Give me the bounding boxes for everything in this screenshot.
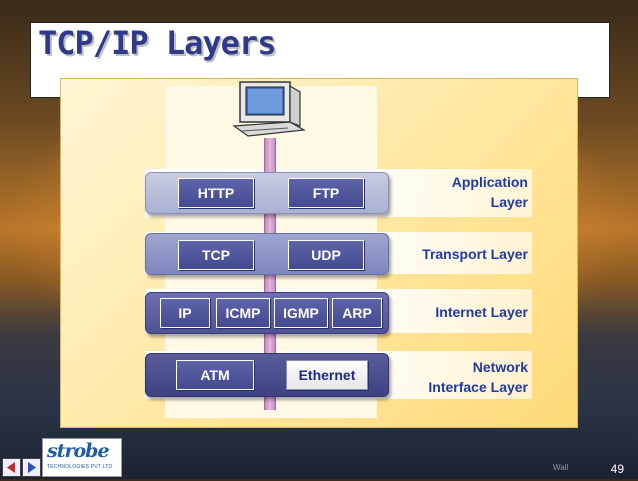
logo-name: strobe <box>47 440 110 462</box>
protocol-tcp: TCP <box>178 240 254 270</box>
prev-slide-icon[interactable] <box>2 458 21 477</box>
watermark: Wall <box>553 463 569 472</box>
label-application-line1: Application <box>451 174 528 190</box>
protocol-icmp: ICMP <box>216 298 270 328</box>
label-transport: Transport Layer <box>422 246 528 262</box>
protocol-igmp: IGMP <box>274 298 328 328</box>
protocol-atm: ATM <box>176 360 254 390</box>
protocol-ip: IP <box>160 298 210 328</box>
label-internet: Internet Layer <box>435 304 528 320</box>
protocol-http: HTTP <box>178 178 254 208</box>
label-application-line2: Layer <box>490 194 528 210</box>
protocol-ftp: FTP <box>288 178 364 208</box>
next-slide-icon[interactable] <box>22 458 41 477</box>
computer-icon <box>232 81 306 137</box>
slide-title: TCP/IP Layers <box>38 24 276 62</box>
logo-tagline: TECHNOLOGIES PVT LTD <box>47 464 113 470</box>
label-network-line1: Network <box>472 359 528 375</box>
slide-navigation[interactable] <box>2 458 41 477</box>
protocol-udp: UDP <box>288 240 364 270</box>
protocol-arp: ARP <box>332 298 382 328</box>
label-application: Application Layer <box>452 172 528 212</box>
label-network-interface: Network Interface Layer <box>428 357 528 397</box>
protocol-ethernet: Ethernet <box>286 360 368 390</box>
label-network-line2: Interface Layer <box>428 379 528 395</box>
page-number: 49 <box>610 462 624 476</box>
company-logo: strobe TECHNOLOGIES PVT LTD <box>42 438 122 477</box>
